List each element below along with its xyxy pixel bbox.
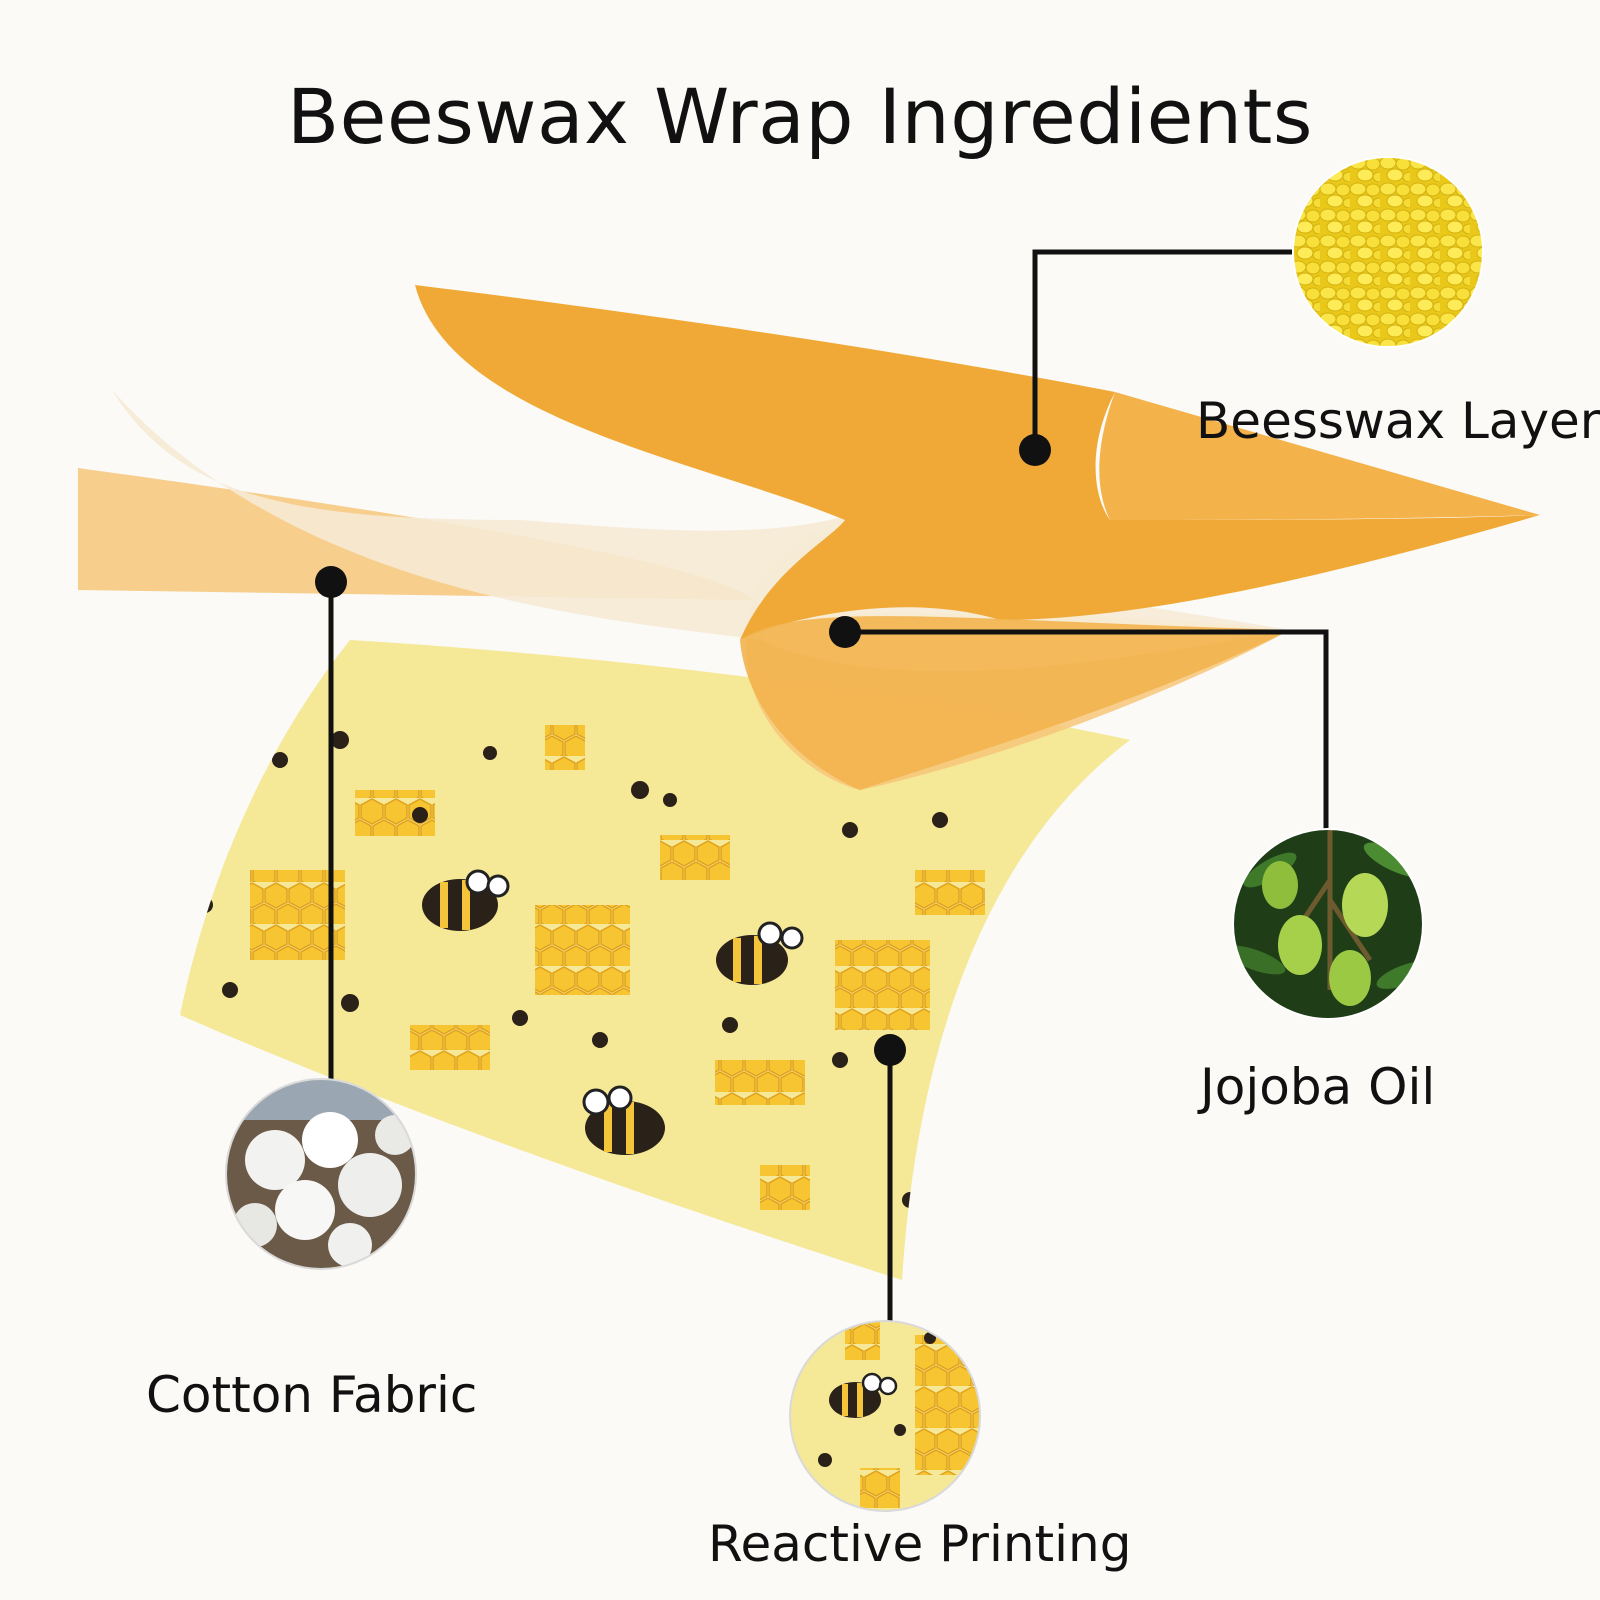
label-reactive-printing: Reactive Printing (708, 1515, 1132, 1573)
diagram-title: Beeswax Wrap Ingredients (287, 72, 1313, 161)
beeswax-sheet (415, 285, 1540, 640)
jojoba-fruit-icon (1232, 828, 1424, 1020)
bee-print-icon (789, 1320, 981, 1512)
leader-beeswax (1032, 249, 1294, 450)
beeswax-pellets-icon (1292, 156, 1484, 348)
jojoba-sheet-body (112, 390, 850, 640)
leader-jojoba (845, 629, 1329, 830)
beeswax-sheet-fold (1099, 392, 1540, 520)
label-beeswax-layer: Beesswax Layer (1196, 392, 1600, 450)
leader-lines (328, 249, 1329, 1322)
leader-dots (315, 434, 1051, 1066)
label-jojoba-oil: Jojoba Oil (1200, 1058, 1436, 1116)
label-cotton-fabric: Cotton Fabric (146, 1366, 478, 1424)
beeswax-sheet-underside (740, 616, 1290, 790)
cotton-bolls-icon (225, 1078, 417, 1270)
